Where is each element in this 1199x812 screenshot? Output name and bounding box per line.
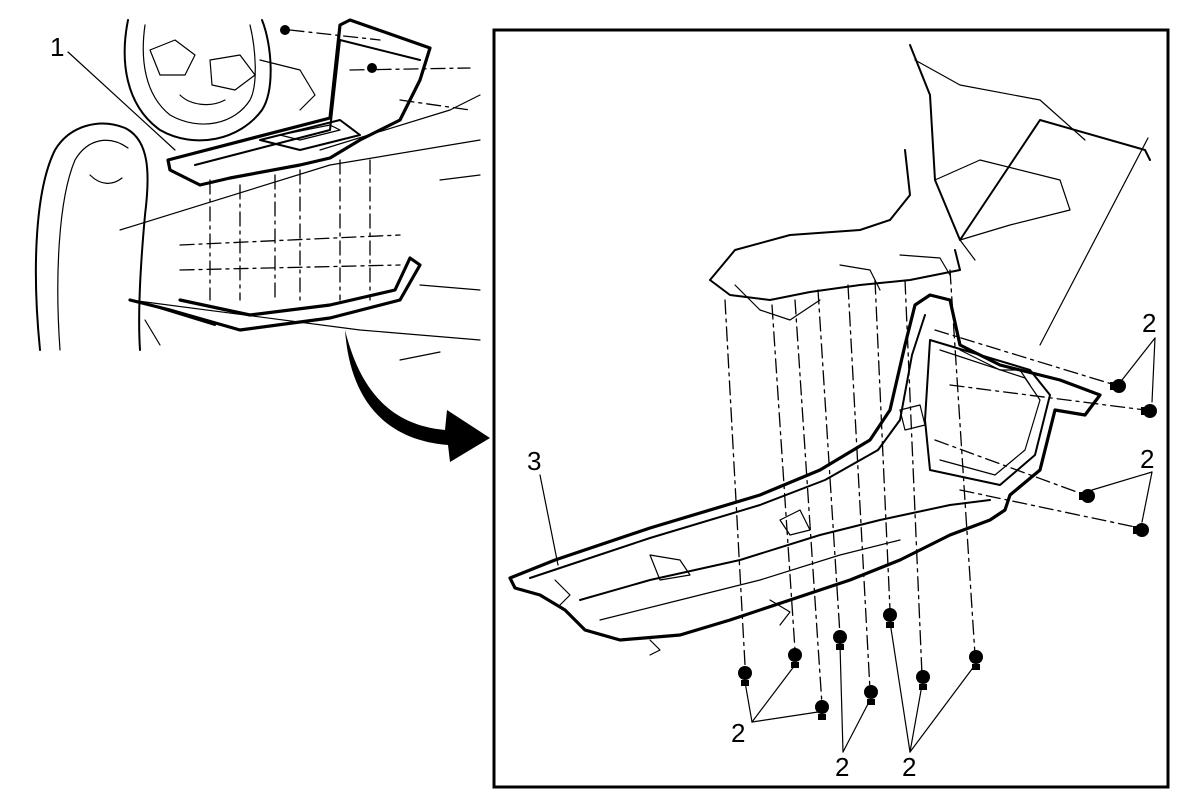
callout-2-bottom-right: 2 <box>902 752 916 782</box>
callout-1-leader <box>67 51 176 151</box>
overview-clip-lines <box>179 25 471 301</box>
console-bezel-overview <box>128 18 432 346</box>
seat-outline <box>34 122 149 351</box>
callout-1: 1 <box>50 32 64 62</box>
callout-leaders <box>539 137 1156 753</box>
fastener-bottom-3 <box>815 700 829 720</box>
fastener-right-3 <box>1079 489 1095 503</box>
fastener-bottom-8 <box>969 650 983 670</box>
fastener-right-2 <box>1141 404 1157 418</box>
clip-alignment-lines <box>724 269 1146 706</box>
fasteners <box>738 379 1157 720</box>
detail-frame <box>492 28 1170 789</box>
detail-console-view <box>508 44 1157 753</box>
fastener-bottom-5 <box>864 685 878 705</box>
callout-2-bottom-left: 2 <box>731 718 745 748</box>
overview-interior-view <box>34 18 481 361</box>
fastener-right-4 <box>1133 523 1149 537</box>
fastener-bottom-7 <box>916 670 930 690</box>
callout-2-right-upper: 2 <box>1142 308 1156 338</box>
callout-2-bottom-middle: 2 <box>835 752 849 782</box>
steering-wheel <box>123 19 316 142</box>
detail-transition-arrow <box>345 330 490 462</box>
callout-2-right-lower: 2 <box>1140 444 1154 474</box>
callout-3: 3 <box>527 446 541 476</box>
console-trim-plate <box>508 293 1102 656</box>
fastener-right-1 <box>1110 379 1126 393</box>
